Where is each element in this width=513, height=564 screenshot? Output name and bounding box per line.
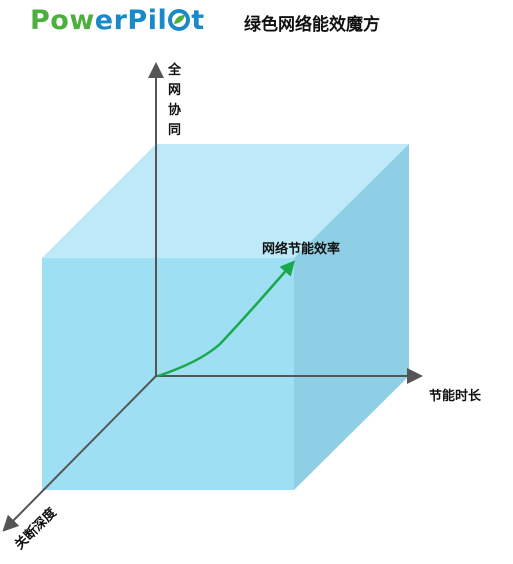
z-axis-label: 关断深度 xyxy=(12,504,61,553)
x-axis-label: 节能时长 xyxy=(429,388,482,404)
cube-top-face xyxy=(42,144,409,258)
y-axis-label-char-2: 网 xyxy=(168,83,181,98)
leaf-o-icon xyxy=(167,7,191,31)
efficiency-curve xyxy=(157,260,295,378)
energy-cube-diagram: 全 网 协 同 节能时长 关断深度 网络节能效率 xyxy=(2,62,482,553)
y-axis-label-char-1: 全 xyxy=(167,62,182,78)
cube-right-face xyxy=(294,144,409,490)
brand-logo-part2: erPil xyxy=(94,5,168,36)
brand-logo-part1: Pow xyxy=(30,5,95,36)
cube-front-face xyxy=(42,258,294,490)
slogan: 绿色网络能效魔方 xyxy=(244,15,380,35)
y-axis-label-char-4: 同 xyxy=(168,123,181,138)
brand-logo-part3: t xyxy=(191,5,205,36)
y-axis-label-char-3: 协 xyxy=(168,102,181,118)
z-axis xyxy=(2,375,157,532)
curve-label: 网络节能效率 xyxy=(262,241,340,257)
